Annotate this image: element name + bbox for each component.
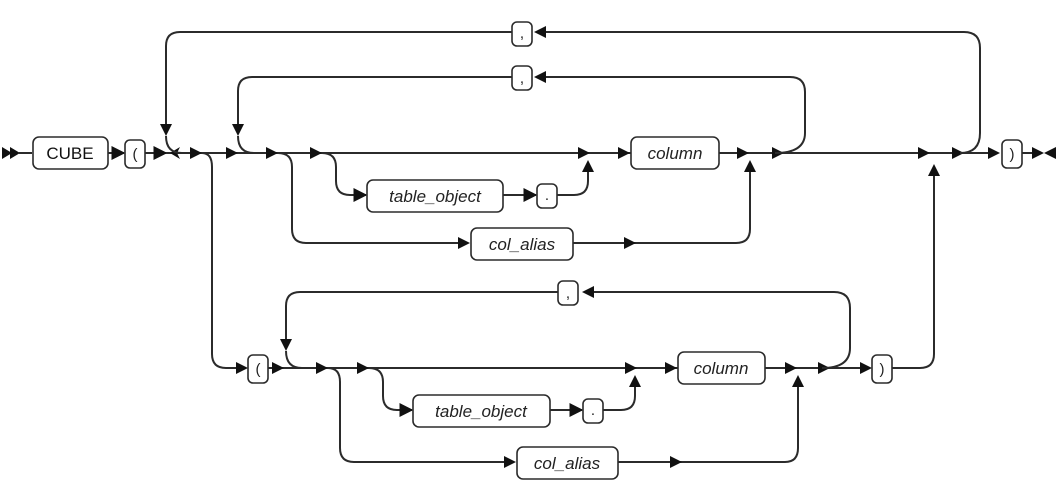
upper-column: column (630, 136, 720, 170)
lower-col-alias-label: col_alias (534, 454, 601, 473)
lower-table-object-label: table_object (435, 402, 528, 421)
keyword-cube-label: CUBE (46, 144, 93, 163)
open-paren: ( (124, 139, 146, 169)
lower-branch: ( , table_object . column (201, 152, 940, 480)
upper-column-label: column (648, 144, 703, 163)
lower-close-paren-label: ) (880, 361, 885, 378)
keyword-cube: CUBE (32, 136, 109, 170)
close-paren: ) (1001, 139, 1023, 169)
lower-dot-label: . (591, 402, 595, 419)
upper-dot-label: . (545, 187, 549, 204)
close-paren-label: ) (1010, 146, 1015, 163)
outer-comma-label: , (520, 25, 524, 42)
outer-loop: , (160, 21, 981, 154)
upper-col-alias-label: col_alias (489, 235, 556, 254)
start-marker (2, 147, 32, 159)
upper-table-object-label: table_object (389, 187, 482, 206)
lower-comma-label: , (566, 285, 570, 302)
lower-column-label: column (694, 359, 749, 378)
upper-table-object-branch: table_object . (321, 152, 594, 213)
upper-comma-label: , (520, 70, 524, 87)
lower-open-paren-label: ( (256, 361, 261, 378)
upper-col-alias-branch: col_alias (277, 152, 756, 261)
open-paren-label: ( (133, 146, 138, 163)
upper-inner-loop: , (232, 65, 806, 154)
end-marker (1022, 147, 1056, 159)
